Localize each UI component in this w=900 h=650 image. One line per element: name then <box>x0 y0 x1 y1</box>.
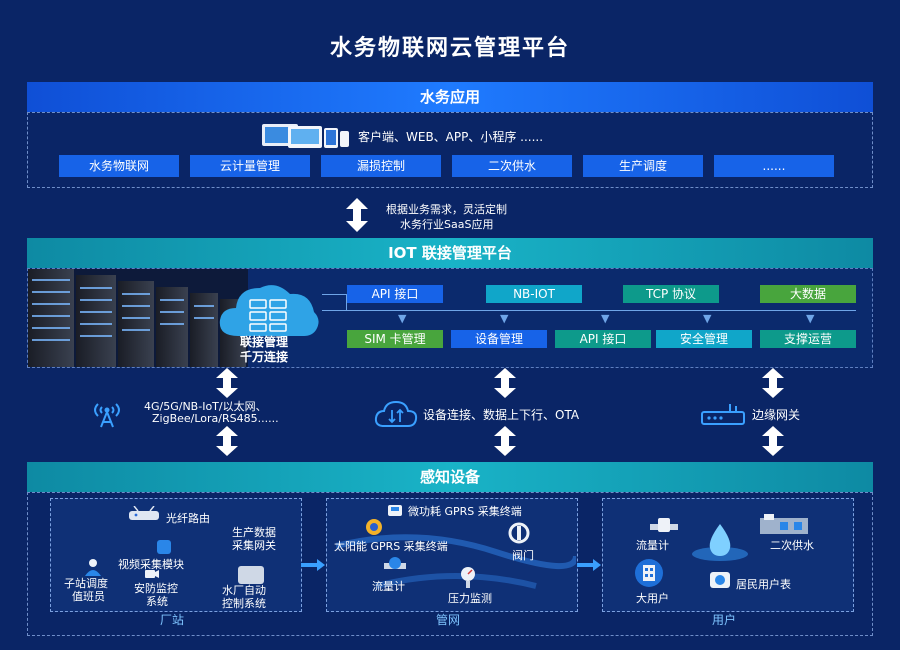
iot-layer-header: IOT 联接管理平台 <box>27 238 873 268</box>
sense-layer-header: 感知设备 <box>27 462 873 492</box>
operator-icon <box>84 558 102 576</box>
server-rack-image <box>28 269 248 367</box>
protocols-line-1: 4G/5G/NB-IoT/以太网、 <box>144 400 267 413</box>
tag-device-mgmt: 设备管理 <box>451 330 547 348</box>
plant-dispatcher-2: 值班员 <box>72 590 105 603</box>
customize-note-2: 水务行业SaaS应用 <box>400 218 494 231</box>
app-button-metering[interactable]: 云计量管理 <box>190 155 310 177</box>
plant-panel <box>50 498 302 612</box>
net-pressure: 压力监测 <box>448 592 492 605</box>
down-tick: ▼ <box>500 312 509 325</box>
tag-sim: SIM 卡管理 <box>347 330 443 348</box>
large-user-icon <box>632 558 666 588</box>
antenna-icon <box>90 400 124 428</box>
plant-security-2: 系统 <box>146 595 168 608</box>
flow-arrow-icon <box>577 556 601 571</box>
plant-dispatcher-1: 子站调度 <box>64 577 108 590</box>
down-tick: ▼ <box>703 312 712 325</box>
double-arrow-icon <box>494 368 516 402</box>
user-resident-meter: 居民用户表 <box>736 578 791 591</box>
video-module-icon <box>157 540 171 554</box>
device-link-text: 设备连接、数据上下行、OTA <box>423 408 580 422</box>
pressure-gauge-icon <box>458 566 478 588</box>
user-secondary-supply: 二次供水 <box>770 539 814 552</box>
client-types: 客户端、WEB、APP、小程序 ...... <box>358 130 544 144</box>
app-layer-panel <box>27 112 873 188</box>
app-button-secondary-supply[interactable]: 二次供水 <box>452 155 572 177</box>
double-arrow-icon <box>346 198 368 232</box>
iot-bus-line <box>322 310 856 311</box>
cloud-label-2: 千万连接 <box>240 350 289 364</box>
app-button-production-dispatch[interactable]: 生产调度 <box>583 155 703 177</box>
plant-auto-1: 水厂自动 <box>222 584 266 597</box>
tag-nb-iot: NB-IOT <box>486 285 582 303</box>
double-arrow-icon <box>494 426 516 460</box>
tag-api-top: API 接口 <box>347 285 443 303</box>
net-micro-gprs: 微功耗 GPRS 采集终端 <box>408 505 522 518</box>
net-solar-gprs: 太阳能 GPRS 采集终端 <box>334 540 448 553</box>
gprs-terminal-icon <box>386 502 404 516</box>
flowmeter-icon <box>384 556 406 574</box>
app-button-iot[interactable]: 水务物联网 <box>59 155 179 177</box>
plant-fiber-router: 光纤路由 <box>166 512 210 525</box>
router-icon <box>128 505 160 522</box>
valve-icon <box>508 522 530 544</box>
user-flowmeter-icon <box>650 516 678 536</box>
protocols-line-2: ZigBee/Lora/RS485...... <box>152 412 279 425</box>
camera-icon <box>144 566 160 580</box>
tag-operations: 支撑运营 <box>760 330 856 348</box>
net-flowmeter: 流量计 <box>372 580 405 593</box>
pump-station-icon <box>758 512 810 536</box>
user-flowmeter: 流量计 <box>636 539 669 552</box>
cloud-sync-icon <box>374 400 418 428</box>
plant-auto-2: 控制系统 <box>222 597 266 610</box>
tag-security: 安全管理 <box>656 330 752 348</box>
iot-link-line-v <box>346 294 347 310</box>
network-footer: 管网 <box>436 613 461 627</box>
double-arrow-icon <box>762 368 784 402</box>
edge-gateway-label: 边缘网关 <box>752 408 801 422</box>
flow-arrow-icon <box>301 556 325 571</box>
plant-gateway-1: 生产数据 <box>232 526 276 539</box>
network-panel <box>326 498 578 612</box>
control-cabinet-icon <box>238 566 264 584</box>
down-tick: ▼ <box>398 312 407 325</box>
down-tick: ▼ <box>806 312 815 325</box>
double-arrow-icon <box>216 426 238 460</box>
plant-security-1: 安防监控 <box>134 582 178 595</box>
down-tick: ▼ <box>601 312 610 325</box>
plant-video-module: 视频采集模块 <box>118 558 184 571</box>
net-valve: 阀门 <box>512 549 534 562</box>
cloud-server-icon <box>218 280 322 338</box>
app-button-leak-control[interactable]: 漏损控制 <box>321 155 441 177</box>
customize-note-1: 根据业务需求，灵活定制 <box>386 203 507 216</box>
sense-layer-panel <box>27 492 873 636</box>
page-title: 水务物联网云管理平台 <box>329 36 570 61</box>
tag-big-data: 大数据 <box>760 285 856 303</box>
plant-gateway-2: 采集网关 <box>232 539 276 552</box>
edge-gateway-icon <box>700 402 746 426</box>
app-button-more[interactable]: ...... <box>714 155 834 177</box>
user-footer: 用户 <box>712 613 737 627</box>
app-layer-header: 水务应用 <box>27 82 873 112</box>
client-devices-icon <box>262 122 350 150</box>
solar-terminal-icon <box>364 518 384 536</box>
resident-meter-icon <box>708 570 732 590</box>
double-arrow-icon <box>216 368 238 402</box>
cloud-label-1: 联接管理 <box>240 335 289 349</box>
water-drop-icon <box>690 522 750 562</box>
pipe-network-graphic <box>335 506 579 606</box>
iot-link-line <box>322 294 346 295</box>
double-arrow-icon <box>762 426 784 460</box>
tag-tcp: TCP 协议 <box>623 285 719 303</box>
user-large: 大用户 <box>636 592 669 605</box>
tag-api-bottom: API 接口 <box>555 330 651 348</box>
plant-footer: 厂站 <box>160 613 185 627</box>
